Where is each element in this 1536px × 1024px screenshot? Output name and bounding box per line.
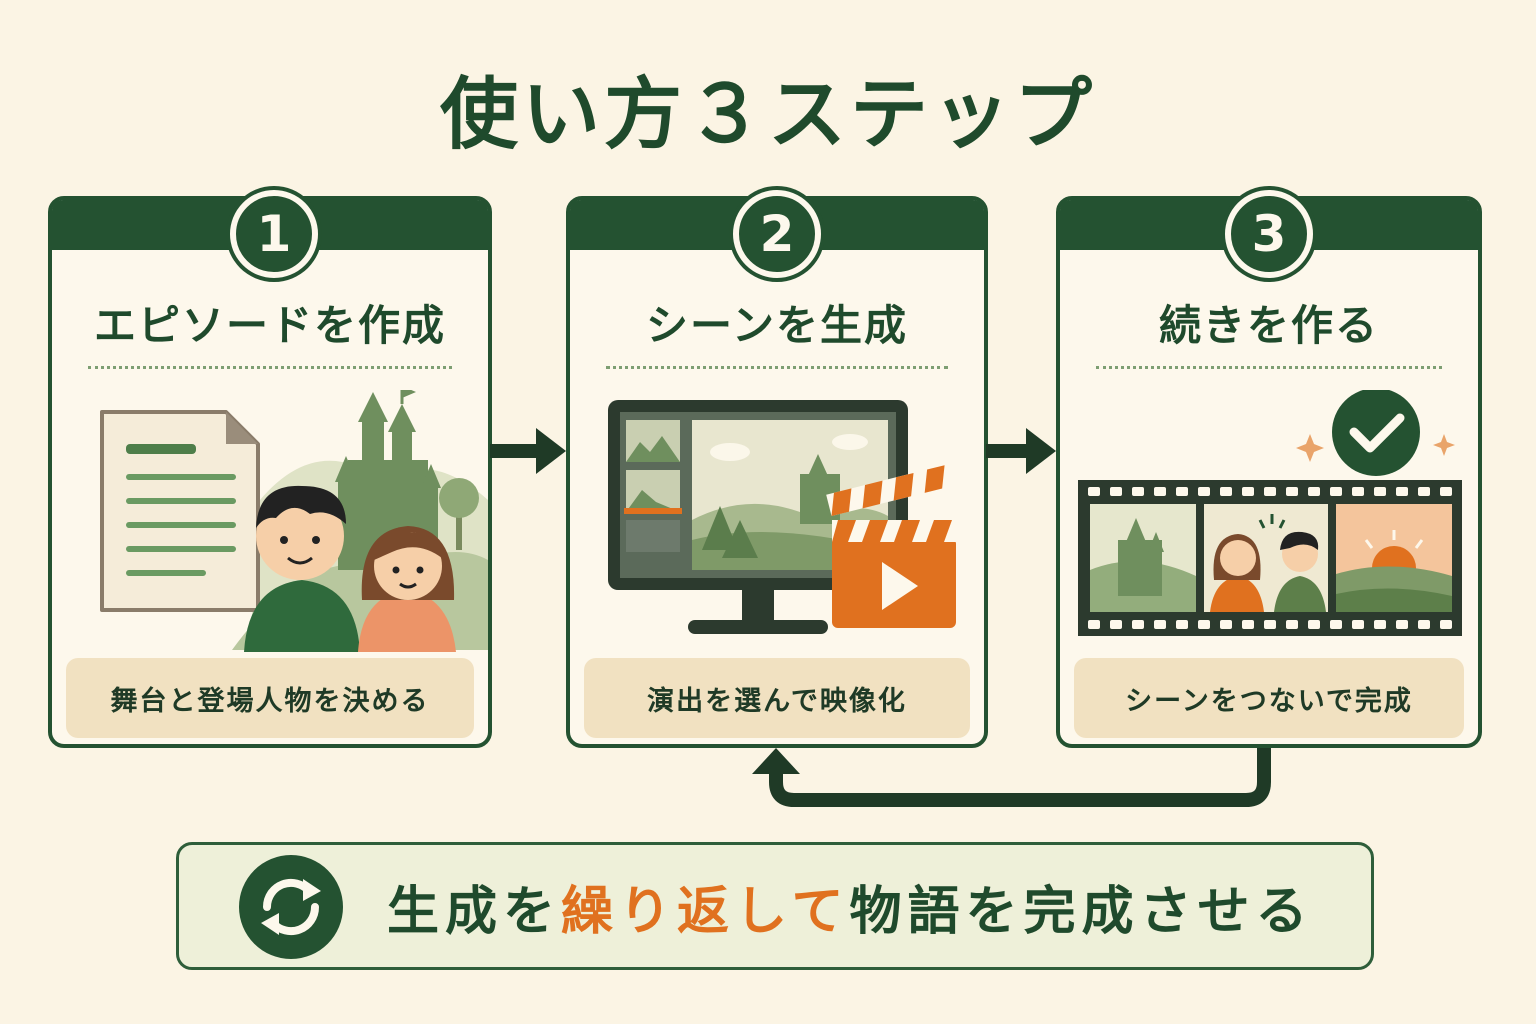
scene-illustration: [608, 400, 956, 634]
document-icon: [100, 410, 260, 612]
step-title: シーンを生成: [646, 301, 908, 350]
step-title: 続きを作る: [1158, 301, 1379, 350]
episode-illustration: [100, 390, 488, 652]
step-caption: 舞台と登場人物を決める: [66, 658, 474, 738]
step-card-1: 1 エピソードを作成: [48, 190, 492, 748]
banner-text-highlight: 繰り返して: [561, 881, 850, 942]
page-title: 使い方３ステップ: [439, 70, 1096, 160]
continue-illustration: [1078, 390, 1462, 636]
step-caption: 演出を選んで映像化: [584, 658, 970, 738]
step-caption: シーンをつないで完成: [1074, 658, 1464, 738]
arrow-right-icon: [490, 428, 566, 474]
banner-text: 生成を繰り返して物語を完成させる: [387, 845, 1313, 967]
tree-icon: [439, 478, 479, 550]
film-strip-icon: [1078, 480, 1462, 636]
dotted-divider: [606, 366, 948, 369]
summary-banner: 生成を繰り返して物語を完成させる: [176, 842, 1374, 970]
clapperboard-icon: [826, 464, 956, 628]
banner-text-before: 生成を: [387, 881, 562, 942]
refresh-icon: [239, 855, 343, 959]
sparkle-icon: [1433, 434, 1455, 456]
arrow-right-icon: [986, 428, 1056, 474]
checkmark-icon: [1332, 390, 1420, 476]
step-number-badge: 3: [1225, 190, 1313, 278]
step-number-badge: 1: [230, 190, 318, 278]
characters-icon: [244, 485, 456, 652]
dotted-divider: [88, 366, 452, 369]
step-card-2: 2 シーンを生成: [566, 190, 988, 748]
step-title: エピソードを作成: [93, 301, 446, 350]
sparkle-icon: [1296, 434, 1324, 462]
step-number-badge: 2: [733, 190, 821, 278]
dotted-divider: [1096, 366, 1442, 369]
step-card-3: 3 続きを作る: [1056, 190, 1482, 748]
banner-text-after: 物語を完成させる: [849, 881, 1314, 942]
